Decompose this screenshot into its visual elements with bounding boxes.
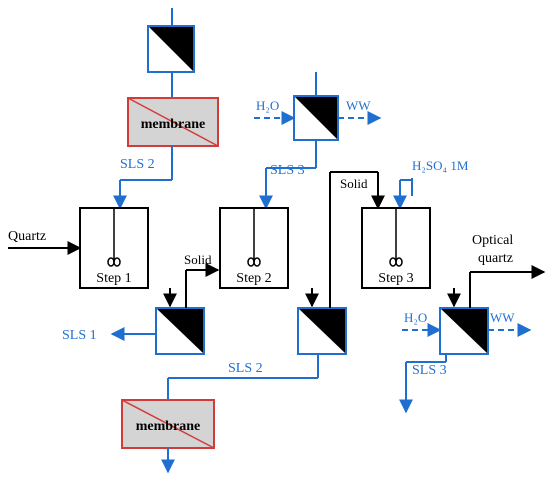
filter-unit-top-middle — [254, 72, 382, 168]
sls2-top-label: SLS 2 — [120, 157, 155, 172]
optical-label-line1: Optical — [472, 233, 513, 248]
reactor-step1: Step 1 — [79, 207, 149, 289]
sls3-bottom-label: SLS 3 — [412, 363, 447, 378]
membrane-bottom-label: membrane — [136, 419, 201, 434]
reactor-step2: Step 2 — [219, 207, 289, 289]
filter-unit-after-step3 — [439, 307, 489, 355]
step1-label: Step 1 — [96, 271, 131, 286]
solid1-label: Solid — [184, 252, 212, 267]
ww-top-label: WW — [346, 98, 371, 113]
stirrer-icon — [107, 257, 121, 267]
h2o-top-label: H₂O — [256, 98, 279, 113]
membrane-top: membrane — [127, 97, 219, 147]
reactor-step3: Step 3 — [361, 207, 431, 289]
filter-unit-top-left — [147, 8, 195, 98]
h2so4-label: H₂SO₄ 1M — [412, 158, 469, 173]
membrane-bottom: membrane — [121, 399, 215, 449]
step3-label: Step 3 — [378, 271, 413, 286]
optical-label-line2: quartz — [478, 251, 513, 266]
solid2-label: Solid — [340, 176, 368, 191]
filter-unit-after-step1 — [155, 307, 205, 355]
filter-unit-after-step2 — [297, 307, 347, 355]
ww-right-label: WW — [490, 310, 515, 325]
sls1-label: SLS 1 — [62, 328, 97, 343]
h2o-right-label: H₂O — [404, 310, 427, 325]
sls3-top-label: SLS 3 — [270, 163, 305, 178]
quartz-label: Quartz — [8, 229, 46, 244]
membrane-top-label: membrane — [141, 117, 206, 132]
stirrer-icon — [247, 257, 261, 267]
step2-label: Step 2 — [236, 271, 271, 286]
sls2-bottom-label: SLS 2 — [228, 361, 263, 376]
stirrer-icon — [389, 257, 403, 267]
